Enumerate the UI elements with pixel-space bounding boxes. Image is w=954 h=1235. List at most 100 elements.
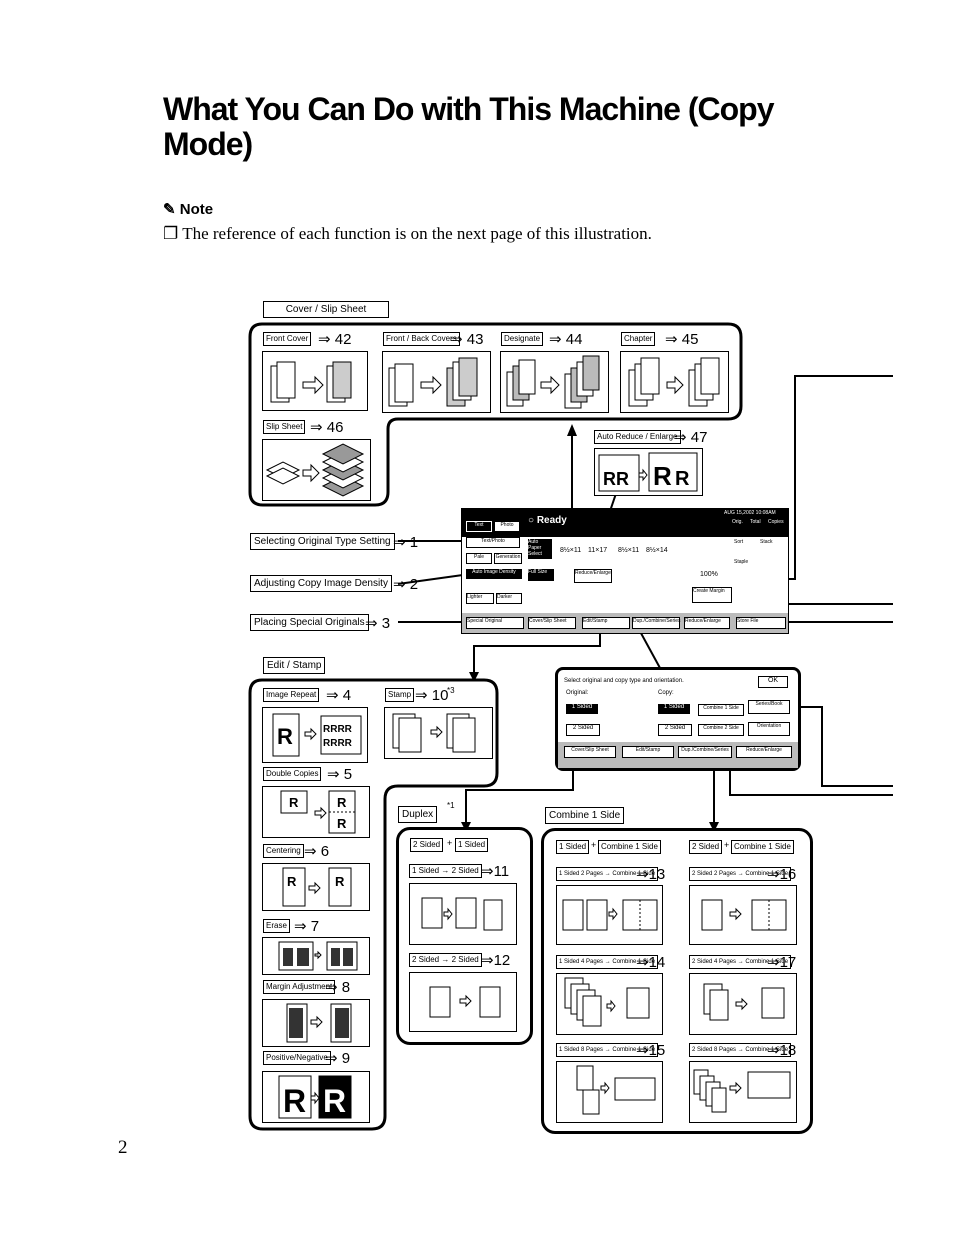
copy-1-sided-button[interactable]: 1 Sided: [658, 704, 690, 714]
edit-stamp-tab-2[interactable]: Edit/Stamp: [622, 746, 674, 758]
image-repeat-ref: ⇒ 4: [326, 687, 352, 704]
cover-group-label: Cover / Slip Sheet: [263, 301, 389, 318]
auto-paper-button[interactable]: Auto Paper Select: [528, 539, 552, 559]
margin-adjustment-illustration: [262, 999, 370, 1047]
combine-1side-header-b: Combine 1 Side: [731, 840, 794, 854]
duplex-group-label: Duplex: [398, 806, 438, 823]
cover-slip-tab[interactable]: Cover/Slip Sheet: [528, 617, 576, 629]
zoom-percent: 100%: [700, 571, 718, 578]
reduce-enlarge-tab[interactable]: Reduce/Enlarge: [684, 617, 730, 629]
c18-ref: ⇒18: [767, 1042, 797, 1059]
auto-reduce-enlarge-ref: ⇒ 47: [674, 429, 708, 446]
tray2-size[interactable]: 11×17: [588, 547, 608, 554]
dup-combine-tab[interactable]: Dup./Combine/Series: [632, 617, 681, 629]
erase-illustration: [262, 937, 370, 975]
orientation-button[interactable]: Orientation: [748, 722, 790, 736]
full-size-button[interactable]: Full Size: [528, 569, 554, 581]
auto-density-button[interactable]: Auto Image Density: [466, 569, 522, 579]
c17-label: 2 Sided 4 Pages → Combine 1 Side: [689, 955, 792, 969]
image-repeat-label: Image Repeat: [263, 688, 320, 702]
c16-ref: ⇒16: [767, 866, 797, 883]
double-copies-ref: ⇒ 5: [327, 766, 353, 783]
store-file-tab[interactable]: Store File: [736, 617, 786, 629]
panel-date: AUG 15,2002 10:08AM: [724, 510, 776, 516]
centering-ref: ⇒ 6: [304, 843, 330, 860]
reduce-enlarge-tab-2[interactable]: Reduce/Enlarge: [736, 746, 792, 758]
one-to-two-sided-label: 1 Sided → 2 Sided: [409, 864, 482, 878]
tray4-size[interactable]: 8½×14: [646, 547, 668, 554]
svg-text:R: R: [337, 795, 347, 810]
slip-sheet-label: Slip Sheet: [263, 420, 306, 434]
c13-illustration: [556, 885, 663, 945]
two-to-two-sided-illustration: [409, 972, 517, 1032]
one-to-two-sided-ref: ⇒11: [481, 863, 510, 880]
note-item: ❐ The reference of each function is on t…: [163, 224, 652, 244]
text-mode-button[interactable]: Text: [466, 521, 492, 532]
tray1-size[interactable]: 8½×11: [560, 547, 582, 554]
combine-2-side-button[interactable]: Combine 2 Side: [698, 724, 744, 736]
combine-1-side-button[interactable]: Combine 1 Side: [698, 704, 744, 716]
double-copies-label: Double Copies: [263, 767, 322, 781]
pale-button[interactable]: Pale: [466, 553, 492, 564]
cover-slip-tab-2[interactable]: Cover/Slip Sheet: [564, 746, 616, 758]
combine-1sided-header: 1 Sided: [556, 840, 590, 854]
edit-stamp-tab[interactable]: Edit/Stamp: [582, 617, 630, 629]
centering-label: Centering: [263, 844, 304, 858]
reduce-enlarge-small-button[interactable]: Reduce/Enlarge: [574, 569, 612, 583]
front-cover-ref: ⇒ 42: [318, 331, 352, 348]
darker-button[interactable]: Darker: [496, 593, 522, 604]
duplex-2sided-header: 2 Sided: [410, 838, 444, 852]
staple-label: Staple: [734, 559, 749, 565]
c13-ref: ⇒13: [636, 866, 666, 883]
designate-illustration: [500, 351, 609, 413]
page-title: What You Can Do with This Machine (Copy …: [163, 91, 774, 162]
margin-adjustment-label: Margin Adjustment: [263, 980, 336, 994]
svg-text:R: R: [289, 795, 299, 810]
svg-text:R: R: [653, 461, 672, 491]
create-margin-button[interactable]: Create Margin: [692, 587, 732, 603]
sort-label: Sort: [734, 539, 744, 545]
combine-1side-header-a: Combine 1 Side: [598, 840, 661, 854]
checkbox-bullet-icon: ❐: [163, 224, 179, 243]
total-count-label: Total: [750, 519, 761, 525]
slip-sheet-ref: ⇒ 46: [310, 419, 344, 436]
special-originals-ref: ⇒ 3: [365, 615, 391, 632]
ok-button[interactable]: OK: [758, 676, 788, 688]
original-1-sided-button[interactable]: 1 Sided: [566, 704, 598, 714]
c16-illustration: [689, 885, 797, 945]
stamp-illustration: [384, 707, 493, 759]
auto-reduce-enlarge-label: Auto Reduce / Enlarge: [594, 430, 681, 444]
c14-illustration: [556, 973, 663, 1035]
photo-mode-button[interactable]: Photo: [494, 521, 520, 532]
c18-illustration: [689, 1061, 797, 1123]
screen-message: Select original and copy type and orient…: [564, 678, 684, 684]
special-original-tab[interactable]: Special Original: [466, 617, 524, 629]
note-text: The reference of each function is on the…: [182, 224, 652, 243]
svg-text:R: R: [335, 874, 345, 889]
c15-label: 1 Sided 8 Pages → Combine 1 Side: [556, 1043, 659, 1057]
duplex-footnote: *1: [447, 801, 455, 810]
c14-label: 1 Sided 4 Pages → Combine 1 Side: [556, 955, 659, 969]
copy-2-sided-button[interactable]: 2 Sided: [658, 724, 692, 736]
svg-text:R: R: [675, 468, 690, 490]
svg-text:R: R: [277, 724, 293, 749]
positive-negative-ref: ⇒ 9: [325, 1050, 351, 1067]
original-2-sided-button[interactable]: 2 Sided: [566, 724, 600, 736]
combine-group-label: Combine 1 Side: [545, 807, 625, 824]
positive-negative-label: Positive/Negative: [263, 1051, 331, 1065]
lighter-button[interactable]: Lighter: [466, 593, 494, 604]
tray3-size[interactable]: 8½×11: [618, 547, 640, 554]
svg-text:R: R: [287, 874, 297, 889]
text-photo-button[interactable]: Text/Photo: [466, 537, 520, 548]
plus-icon: +: [591, 840, 597, 850]
svg-text:RR: RR: [603, 469, 629, 489]
svg-text:RRRR: RRRR: [323, 738, 353, 749]
dup-combine-tab-2[interactable]: Dup./Combine/Series: [678, 746, 732, 758]
c13-label: 1 Sided 2 Pages → Combine 1 Side: [556, 867, 659, 881]
series-book-button[interactable]: Series/Book: [748, 700, 790, 714]
duplex-1sided-header: 1 Sided: [455, 838, 489, 852]
generation-button[interactable]: Generation: [494, 553, 522, 564]
